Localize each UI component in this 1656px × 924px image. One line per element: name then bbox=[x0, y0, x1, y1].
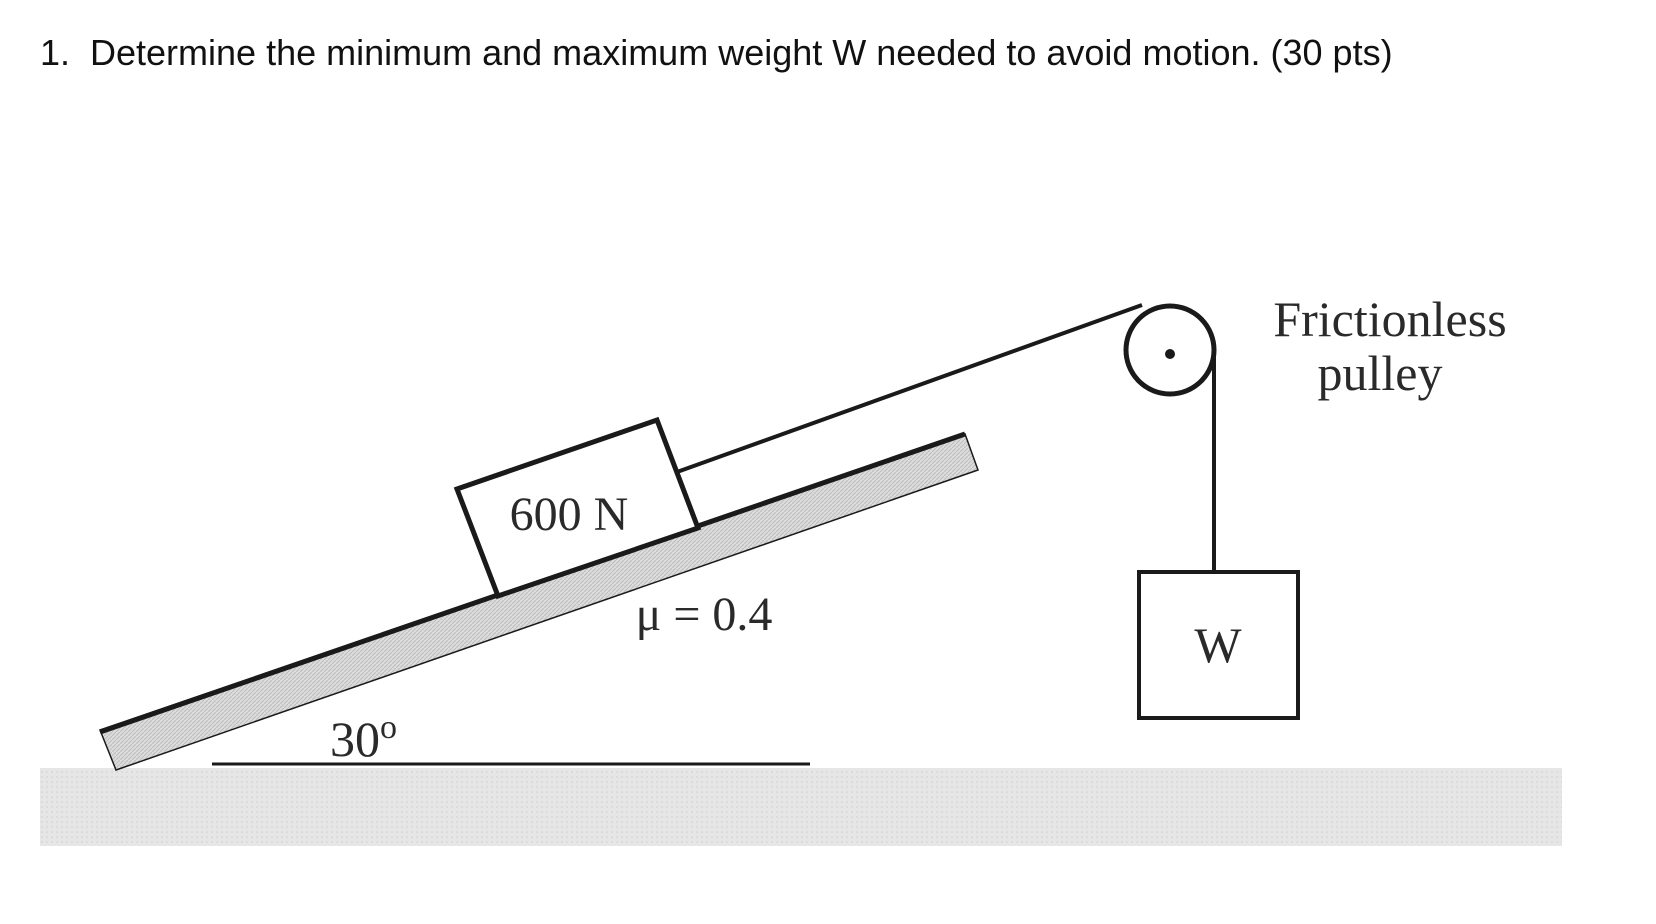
question-number: 1. bbox=[40, 32, 71, 73]
angle-label: 30o bbox=[330, 709, 397, 767]
block-weight-label: 600 N bbox=[510, 488, 629, 541]
question-body: Determine the minimum and maximum weight… bbox=[90, 32, 1393, 73]
angle-degree-mark: o bbox=[380, 709, 397, 746]
pulley-axle bbox=[1165, 349, 1175, 359]
question-text: 1. Determine the minimum and maximum weig… bbox=[40, 32, 1393, 74]
ground bbox=[40, 768, 1562, 846]
pulley-caption-line2: pulley bbox=[1318, 345, 1443, 401]
friction-coefficient-label: μ = 0.4 bbox=[636, 588, 773, 641]
hanging-weight-label: W bbox=[1194, 617, 1242, 673]
rope-incline bbox=[676, 303, 1143, 474]
hanging-weight-box bbox=[1137, 570, 1300, 720]
angle-value: 30 bbox=[330, 711, 380, 767]
pulley bbox=[1123, 303, 1217, 397]
pulley-caption-line1: Frictionless bbox=[1273, 291, 1506, 347]
block-on-incline bbox=[453, 416, 702, 600]
